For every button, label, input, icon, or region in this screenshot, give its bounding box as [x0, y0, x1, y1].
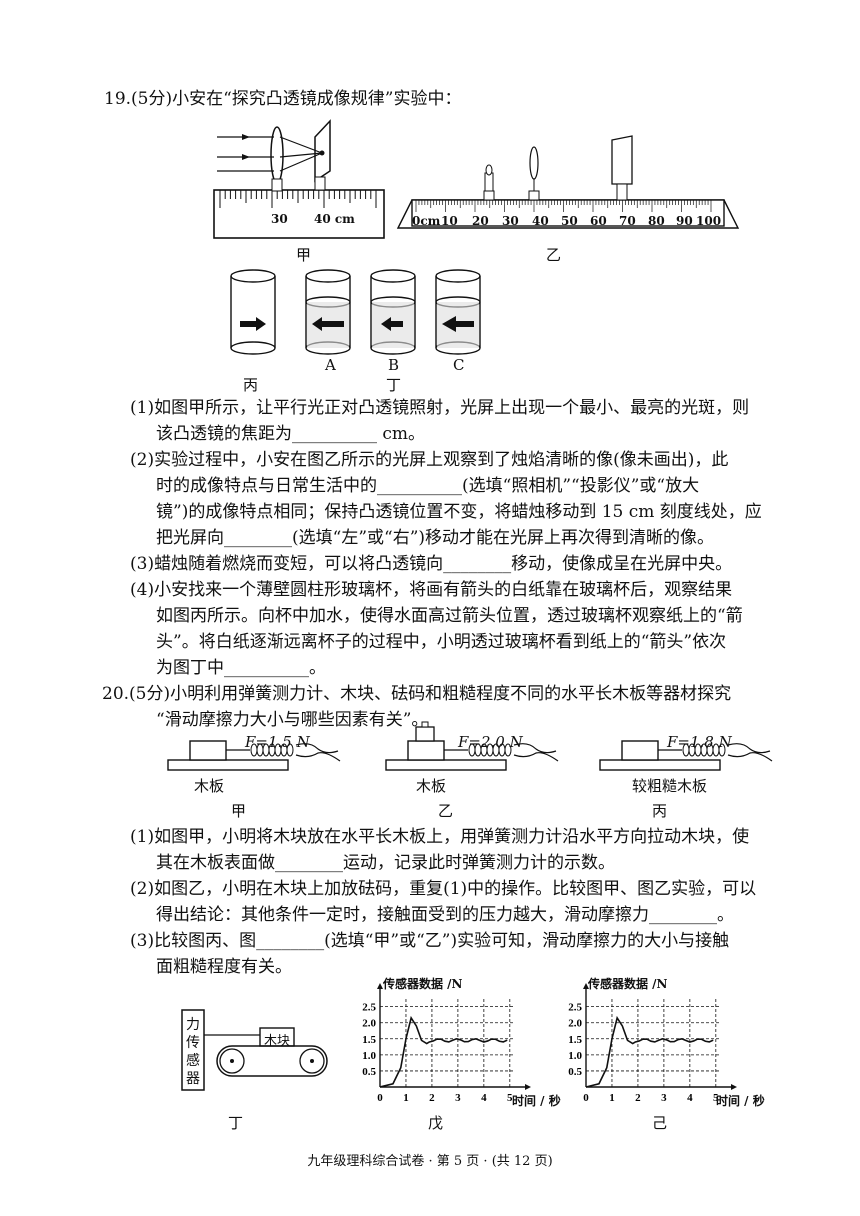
yi-tick-20: 20 — [472, 214, 489, 228]
setup-jia-force: F=1.5 N — [245, 733, 310, 751]
q19-p4-line4: 为图丁中__________。 — [156, 658, 326, 678]
figure-yi-label: 乙 — [546, 246, 562, 264]
graph-wu-ylabel: 传感器数据 /N — [383, 977, 463, 991]
sensor-curve — [585, 1015, 714, 1088]
jia-tick-30: 30 — [271, 212, 288, 226]
yi-tick-40: 40 — [532, 214, 549, 228]
q19-p4-line3: 头”。将白纸逐渐远离杯子的过程中，小明透过玻璃杯看到纸上的“箭头”依次 — [156, 632, 727, 652]
x-tick-label: 2 — [429, 1092, 435, 1104]
q20-p1-line2: 其在木板表面做________运动，记录此时弹簧测力计的示数。 — [156, 853, 615, 873]
q20-p3-line1: (3)比较图丙、图________(选填“甲”或“乙”)实验可知，滑动摩擦力的大… — [130, 931, 730, 951]
q19-p2-line4: 把光屏向________(选填“左”或“右”)移动才能在光屏上再次得到清晰的像。 — [156, 528, 715, 548]
y-tick-label: 1.0 — [362, 1050, 376, 1062]
y-tick-label: 0.5 — [362, 1066, 376, 1078]
sensor-char-2: 传 — [186, 1035, 200, 1051]
block-label: 木块 — [264, 1034, 291, 1049]
x-tick-label: 1 — [609, 1092, 615, 1104]
figure-ding-conveyor — [181, 1009, 328, 1091]
graph-ji-xlabel: 时间 / 秒 — [716, 1094, 765, 1108]
friction-setups — [167, 721, 773, 771]
y-tick-label: 2.5 — [568, 1002, 582, 1014]
x-tick-label: 5 — [507, 1092, 513, 1104]
graph-ji-label: 己 — [652, 1114, 668, 1132]
cup-bing — [230, 269, 276, 355]
ding-choice-a: A — [325, 356, 336, 374]
x-tick-label: 1 — [403, 1092, 409, 1104]
yi-tick-60: 60 — [590, 214, 607, 228]
yi-tick-70: 70 — [619, 214, 636, 228]
setup-bing-board: 较粗糙木板 — [632, 777, 708, 795]
y-tick-label: 2.5 — [362, 1002, 376, 1014]
sensor-char-3: 感 — [186, 1053, 200, 1069]
yi-tick-50: 50 — [561, 214, 578, 228]
x-tick-label: 0 — [377, 1092, 383, 1104]
q20-header-line1: 20.(5分)小明利用弹簧测力计、木块、砝码和粗糙程度不同的水平长木板等器材探究 — [102, 684, 732, 704]
q20-p2-line2: 得出结论：其他条件一定时，接触面受到的压力越大，滑动摩擦力________。 — [156, 905, 734, 925]
jia-tick-40: 40 cm — [314, 212, 355, 226]
yi-tick-10: 10 — [441, 214, 458, 228]
q20-p2-line1: (2)如图乙，小明在木块上加放砝码，重复(1)中的操作。比较图甲、图乙实验，可以 — [130, 879, 757, 899]
x-tick-label: 4 — [687, 1092, 693, 1104]
yi-tick-90: 90 — [676, 214, 693, 228]
graph-wu: 2.5 2.0 1.5 1.0 0.5 0 1 2 3 4 5 — [362, 983, 531, 1104]
q19-p1-line2: 该凸透镜的焦距为__________ cm。 — [156, 424, 426, 444]
x-tick-label: 4 — [481, 1092, 487, 1104]
y-tick-label: 0.5 — [568, 1066, 582, 1078]
page-footer: 九年级理科综合试卷 · 第 5 页 · (共 12 页) — [307, 1154, 553, 1169]
setup-bing-label: 丙 — [652, 802, 668, 820]
graph-wu-xlabel: 时间 / 秒 — [512, 1094, 561, 1108]
figure-bing-label: 丙 — [243, 376, 259, 394]
setup-yi-board: 木板 — [416, 777, 447, 795]
setup-jia-label: 甲 — [231, 802, 247, 820]
setup-yi-force: F=2.0 N — [458, 733, 523, 751]
y-tick-label: 2.0 — [568, 1018, 582, 1030]
x-tick-label: 5 — [713, 1092, 719, 1104]
q19-header: 19.(5分)小安在“探究凸透镜成像规律”实验中： — [104, 89, 462, 109]
figure-jia-lens-focus — [213, 119, 385, 239]
x-tick-label: 2 — [635, 1092, 641, 1104]
x-tick-label: 3 — [661, 1092, 667, 1104]
q19-p2-line3: 镜”)的成像特点相同；保持凸透镜位置不变，将蜡烛移动到 15 cm 刻度线处，应 — [156, 502, 762, 522]
setup-jia-board: 木板 — [194, 777, 225, 795]
graph-wu-label: 戊 — [428, 1114, 444, 1132]
figure-ding-label-q20: 丁 — [228, 1114, 244, 1132]
q20-p1-line1: (1)如图甲，小明将木块放在水平长木板上，用弹簧测力计沿水平方向拉动木块，使 — [130, 827, 750, 847]
figure-ding-label: 丁 — [386, 376, 402, 394]
setup-bing-force: F=1.8 N — [667, 733, 732, 751]
setup-yi-label: 乙 — [438, 802, 454, 820]
yi-tick-0: 0cm — [412, 214, 441, 228]
x-tick-label: 3 — [455, 1092, 461, 1104]
x-tick-label: 0 — [583, 1092, 589, 1104]
yi-tick-100: 100 — [696, 214, 722, 228]
sensor-char-4: 器 — [186, 1071, 200, 1087]
q20-header-line2: “滑动摩擦力大小与哪些因素有关”。 — [156, 710, 429, 730]
q19-p2-line1: (2)实验过程中，小安在图乙所示的光屏上观察到了烛焰清晰的像(像未画出)，此 — [130, 450, 729, 470]
ding-choice-b: B — [388, 356, 400, 374]
q19-p4-line1: (4)小安找来一个薄壁圆柱形玻璃杯，将画有箭头的白纸靠在玻璃杯后，观察结果 — [130, 580, 733, 600]
y-tick-label: 1.0 — [568, 1050, 582, 1062]
y-tick-label: 1.5 — [568, 1034, 582, 1046]
figure-yi-optical-bench — [396, 135, 740, 229]
yi-tick-30: 30 — [502, 214, 519, 228]
q19-p4-line2: 如图丙所示。向杯中加水，使得水面高过箭头位置，透过玻璃杯观察纸上的“箭 — [156, 606, 743, 626]
q19-p2-line2: 时的成像特点与日常生活中的__________(选填“照相机”“投影仪”或“放大 — [156, 476, 700, 496]
graph-ji: 2.5 2.0 1.5 1.0 0.5 0 1 2 3 4 5 — [568, 983, 737, 1104]
q20-p3-line2: 面粗糙程度有关。 — [156, 957, 292, 977]
q19-p1-line1: (1)如图甲所示，让平行光正对凸透镜照射，光屏上出现一个最小、最亮的光斑，则 — [130, 398, 750, 418]
yi-tick-80: 80 — [648, 214, 665, 228]
figure-jia-label: 甲 — [296, 246, 312, 264]
y-tick-label: 1.5 — [362, 1034, 376, 1046]
graph-ji-ylabel: 传感器数据 /N — [588, 977, 668, 991]
y-tick-label: 2.0 — [362, 1018, 376, 1030]
q19-p3: (3)蜡烛随着燃烧而变短，可以将凸透镜向________移动，使像成呈在光屏中央… — [130, 554, 733, 574]
ding-choice-c: C — [453, 356, 465, 374]
sensor-curve — [379, 1015, 508, 1088]
figure-bing-ding-cups — [230, 269, 481, 355]
sensor-char-1: 力 — [186, 1017, 200, 1033]
